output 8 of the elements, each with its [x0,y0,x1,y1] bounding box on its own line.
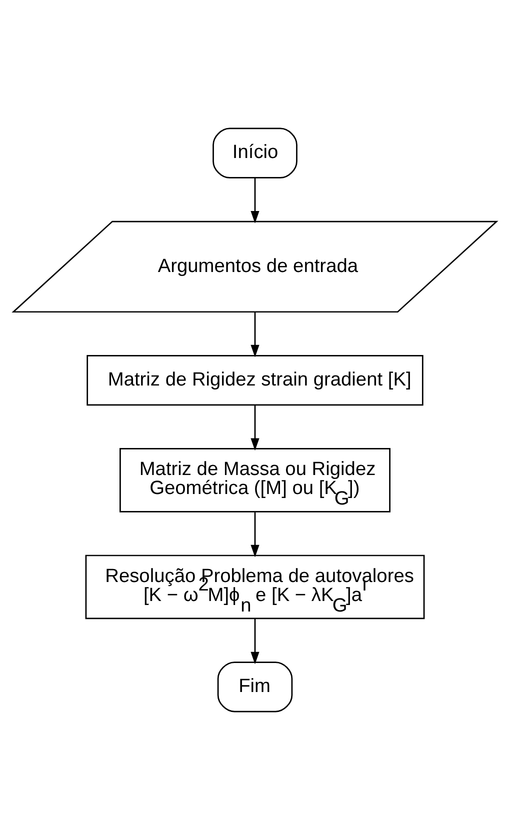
arrow [250,311,260,357]
arrow [250,618,260,664]
arrow [250,404,260,450]
node-box: Início [212,127,298,178]
arrow [250,178,260,223]
node-box: Fim [217,661,293,712]
arrow [250,512,260,557]
node-box: Matriz de Rigidez strain gradient [K] [86,354,424,406]
